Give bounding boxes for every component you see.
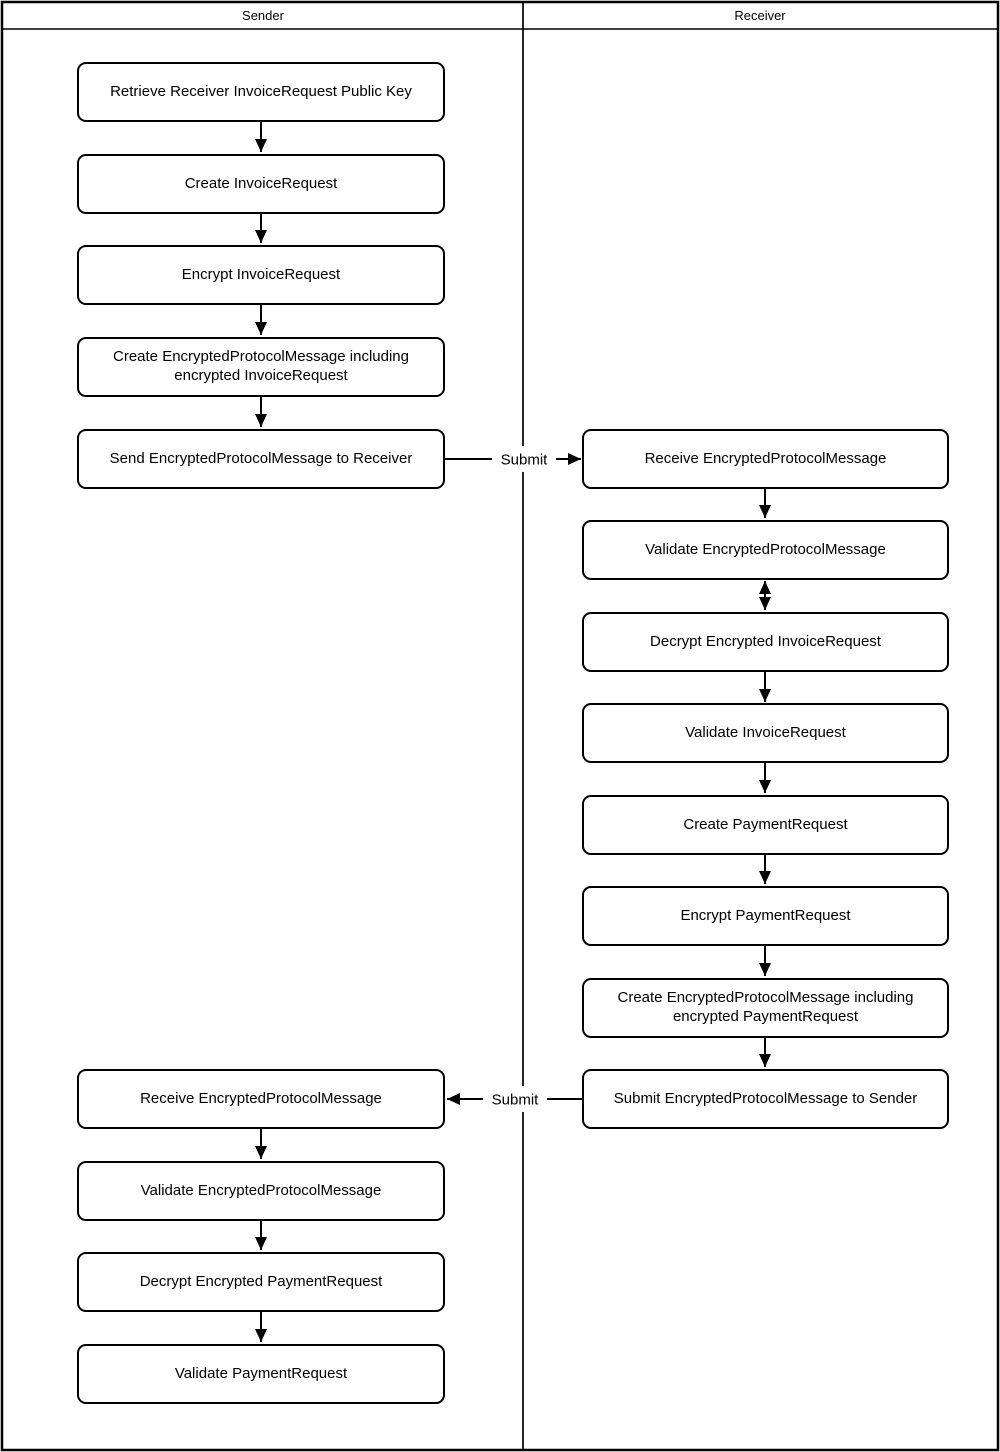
lane-header-sender: Sender — [242, 8, 284, 23]
edge-label-submit-to-sender: Submit — [492, 1091, 540, 1108]
flow-node-submit-epm-to-sender: Submit EncryptedProtocolMessage to Sende… — [582, 1069, 949, 1129]
flow-node-encrypt-payment-request: Encrypt PaymentRequest — [582, 886, 949, 946]
flow-node-create-payment-request: Create PaymentRequest — [582, 795, 949, 855]
flow-node-validate-epm-sender: Validate EncryptedProtocolMessage — [77, 1161, 445, 1221]
lane-header-receiver: Receiver — [734, 8, 786, 23]
flow-node-decrypt-invoice-request: Decrypt Encrypted InvoiceRequest — [582, 612, 949, 672]
flow-node-decrypt-payment-request: Decrypt Encrypted PaymentRequest — [77, 1252, 445, 1312]
flow-node-receive-epm-sender: Receive EncryptedProtocolMessage — [77, 1069, 445, 1129]
flow-node-retrieve-public-key: Retrieve Receiver InvoiceRequest Public … — [77, 62, 445, 122]
flow-node-create-epm-invoice: Create EncryptedProtocolMessage includin… — [77, 337, 445, 397]
flow-node-create-epm-payment: Create EncryptedProtocolMessage includin… — [582, 978, 949, 1038]
flow-node-receive-epm-receiver: Receive EncryptedProtocolMessage — [582, 429, 949, 489]
flow-node-encrypt-invoice-request: Encrypt InvoiceRequest — [77, 245, 445, 305]
flow-node-validate-epm-receiver: Validate EncryptedProtocolMessage — [582, 520, 949, 580]
flow-node-validate-invoice-request: Validate InvoiceRequest — [582, 703, 949, 763]
edge-label-bg-submit-to-receiver — [492, 446, 556, 472]
edge-label-submit-to-receiver: Submit — [501, 451, 549, 468]
flow-node-create-invoice-request: Create InvoiceRequest — [77, 154, 445, 214]
flow-node-send-epm-to-receiver: Send EncryptedProtocolMessage to Receive… — [77, 429, 445, 489]
edge-label-bg-submit-to-sender — [483, 1086, 547, 1112]
flow-node-validate-payment-request: Validate PaymentRequest — [77, 1344, 445, 1404]
